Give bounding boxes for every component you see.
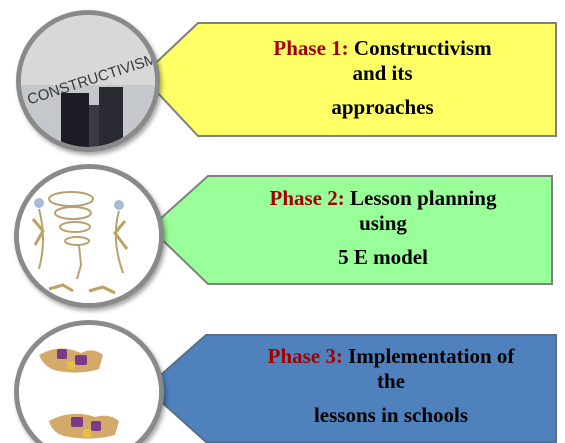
- phase-2-banner: [148, 175, 553, 285]
- phase-1-label: Phase 1:: [273, 36, 349, 60]
- phase-3-block: Phase 3: Implementation of the lessons i…: [0, 300, 565, 443]
- phase-2-line3: 5 E model: [338, 245, 428, 269]
- phase-1-line2: and its: [352, 61, 413, 85]
- phase-3-arrow-shape: [144, 334, 557, 443]
- people-sketch-icon: [19, 169, 159, 303]
- phase-3-line3: lessons in schools: [313, 403, 469, 427]
- puzzle-hands-icon: [19, 325, 159, 443]
- phase-1-line3: approaches: [331, 95, 434, 119]
- constructivism-photo-icon: CONSTRUCTIVISM: [21, 15, 155, 147]
- phase-1-text: Phase 1: Constructivism and its approach…: [225, 36, 540, 120]
- phase-2-label: Phase 2:: [269, 186, 345, 210]
- phase-1-block: CONSTRUCTIVISM Phase 1: Constructivism a…: [0, 0, 565, 152]
- phase-2-text: Phase 2: Lesson planning using 5 E model: [228, 186, 538, 270]
- phase-1-banner: [140, 22, 557, 137]
- phase-3-label: Phase 3:: [267, 344, 343, 368]
- phase-1-arrow-shape: [140, 22, 557, 137]
- phase-3-text: Phase 3: Implementation of the lessons i…: [232, 344, 550, 428]
- phase-2-arrow-shape: [148, 175, 553, 285]
- phase-1-image: CONSTRUCTIVISM: [16, 10, 160, 152]
- phase-2-block: Phase 2: Lesson planning using 5 E model: [0, 150, 565, 308]
- phase-3-line2: the: [377, 369, 405, 393]
- phase-3-line1: Implementation of: [348, 344, 515, 368]
- phase-2-line2: using: [359, 211, 407, 235]
- phase-1-line1: Constructivism: [353, 36, 492, 60]
- phase-2-line1: Lesson planning: [350, 186, 497, 210]
- phase-2-image: [14, 164, 164, 308]
- phase-3-banner: [144, 334, 557, 443]
- phase-3-image: [14, 320, 164, 443]
